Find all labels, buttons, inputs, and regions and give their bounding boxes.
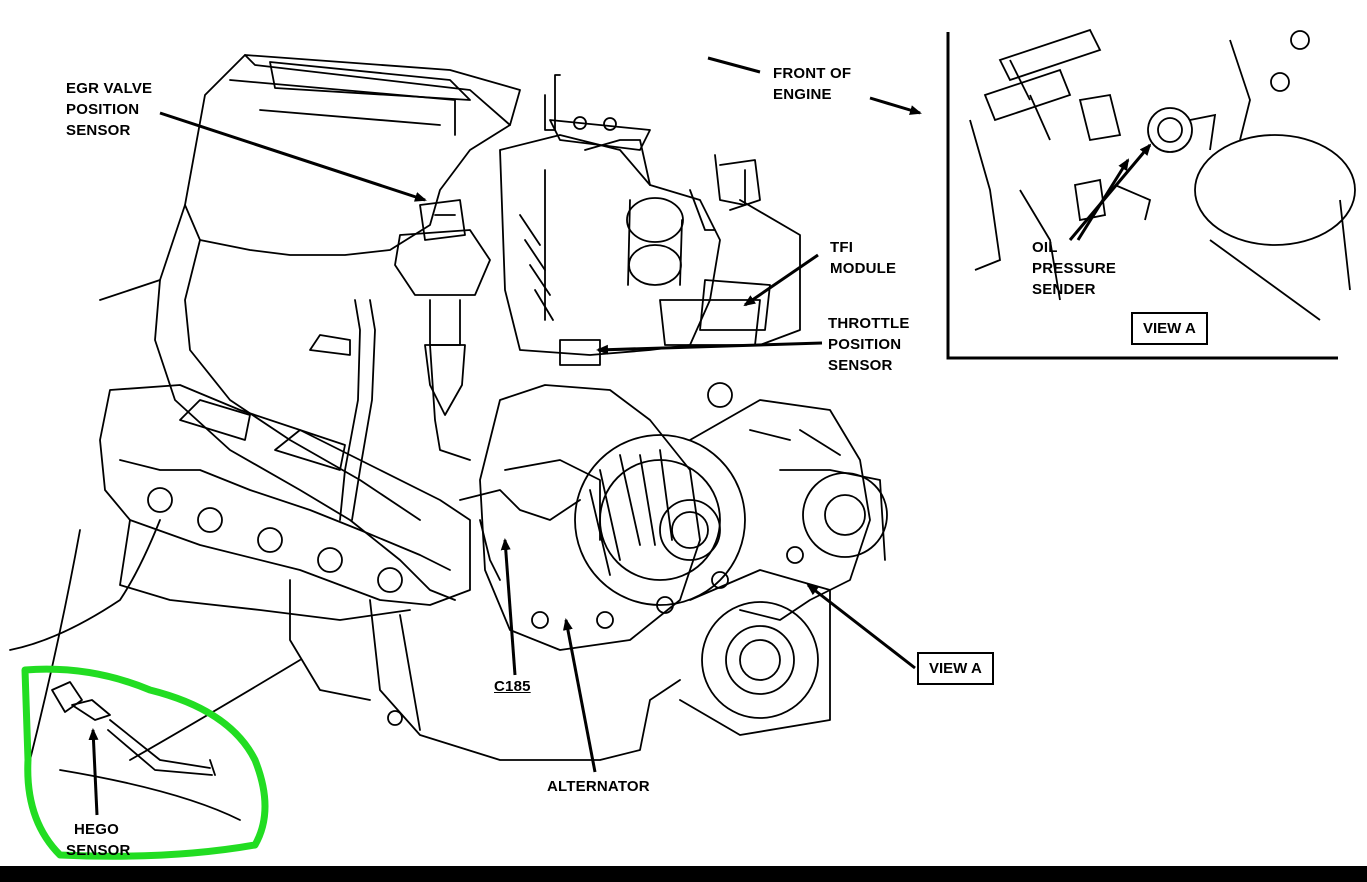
alternator-label: ALTERNATOR: [547, 778, 650, 795]
hego-sensor-label: HEGO SENSOR: [66, 821, 131, 859]
tfi-module-label: TFI MODULE: [830, 239, 897, 277]
oil-sender-arrow-1: [1068, 143, 1152, 241]
timing-cover: [689, 399, 871, 621]
view-a-inset: [946, 28, 1356, 360]
front-arrow-2: [869, 96, 922, 115]
hego-highlight: [21, 665, 269, 860]
lower-intake: [154, 204, 456, 601]
hego-arrow: [88, 728, 99, 816]
oil-pressure-sender-label: OIL PRESSURE SENDER: [1032, 239, 1117, 298]
tfi-distributor: [699, 279, 771, 331]
egr-arrow: [159, 111, 427, 202]
engine-drawing: [9, 54, 888, 821]
oil-sender-arrow-2: [1076, 158, 1130, 241]
crank-pulley: [701, 601, 819, 719]
view-a-arrow: [806, 583, 916, 670]
alternator-body: [479, 384, 701, 651]
front-arrow-1: [707, 56, 761, 74]
water-pump-pulley: [802, 472, 888, 558]
engine-block: [369, 599, 681, 761]
exhaust-manifold: [99, 384, 471, 606]
bottom-border: [0, 866, 1367, 882]
c185-label: C185: [494, 678, 531, 695]
c185-arrow: [500, 538, 517, 676]
throttle-position-sensor-label: THROTTLE POSITION SENSOR: [828, 315, 910, 374]
throttle-body: [499, 134, 721, 356]
view-a-main-label: VIEW A: [917, 652, 994, 685]
view-a-inset-label: VIEW A: [1131, 312, 1208, 345]
egr-valve: [394, 229, 491, 296]
tfi-arrow: [743, 253, 819, 307]
tps-arrow: [596, 341, 823, 355]
front-of-engine-label: FRONT OF ENGINE: [773, 65, 852, 103]
alternator-arrow: [562, 618, 597, 773]
vacuum-hose: [339, 299, 361, 521]
intake-plenum: [184, 54, 521, 256]
leader-arrows: [88, 56, 1152, 816]
egr-valve-position-sensor-label: EGR VALVE POSITION SENSOR: [66, 80, 153, 139]
hego-sensor: [51, 681, 83, 713]
